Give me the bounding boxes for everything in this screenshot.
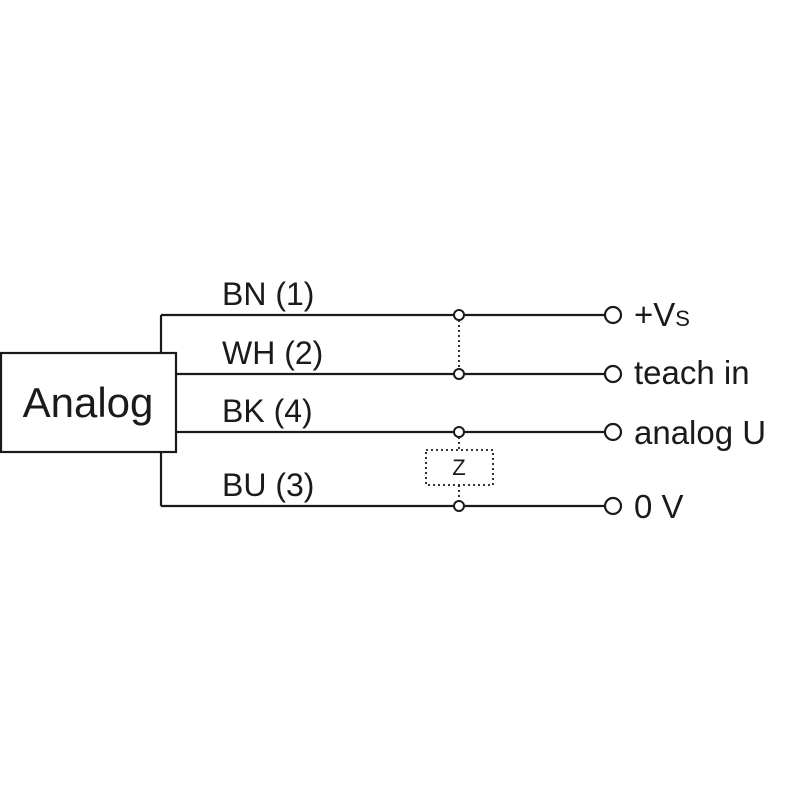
load-label: Z bbox=[452, 455, 465, 480]
wire-label-wh: WH (2) bbox=[222, 335, 323, 371]
node-bn bbox=[453, 309, 465, 321]
terminal-label-vs-sub: S bbox=[675, 306, 690, 331]
node-bk bbox=[453, 426, 465, 438]
terminal-teach bbox=[603, 364, 623, 384]
terminal-label-vs: +VS bbox=[634, 296, 690, 333]
load-box bbox=[425, 449, 494, 486]
terminal-label-zero: 0 V bbox=[634, 488, 684, 525]
wire-label-bk: BK (4) bbox=[222, 393, 313, 429]
terminal-label-analog: analog U bbox=[634, 414, 766, 451]
wire-label-bn: BN (1) bbox=[222, 276, 314, 312]
device-box bbox=[0, 351, 178, 454]
node-wh bbox=[453, 368, 465, 380]
device-label: Analog bbox=[23, 379, 154, 426]
terminal-label-teach: teach in bbox=[634, 354, 750, 391]
terminal-zero bbox=[603, 496, 623, 516]
node-bu bbox=[453, 500, 465, 512]
terminal-analog bbox=[603, 422, 623, 442]
wire-label-bu: BU (3) bbox=[222, 467, 314, 503]
terminal-vs bbox=[603, 305, 623, 325]
terminal-label-vs-main: +V bbox=[634, 296, 675, 333]
